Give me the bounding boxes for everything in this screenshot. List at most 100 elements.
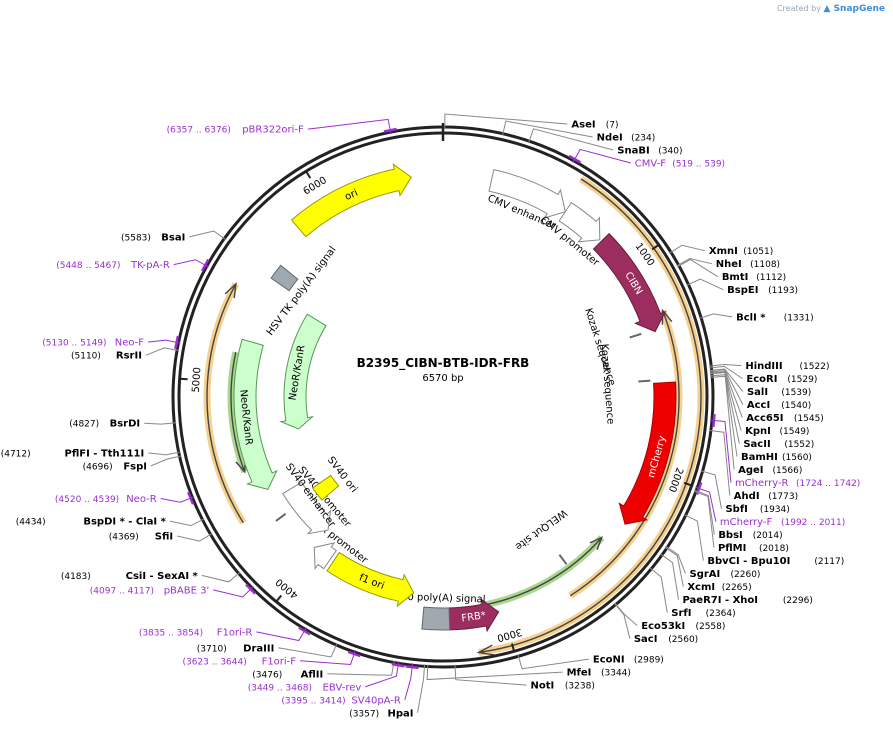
primer-pBR322ori-F[interactable]: pBR322ori-F(6357 .. 6376) — [167, 118, 397, 136]
primer-SV40pA-R[interactable]: SV40pA-R(3395 .. 3414) — [281, 663, 419, 706]
feature-shape-CMV-enhancer[interactable] — [488, 169, 566, 219]
primer-TK-pA-R[interactable]: TK-pA-R(5448 .. 5467) — [56, 258, 210, 272]
site-leader-BbvCI — [683, 514, 704, 561]
site-SnaBI[interactable]: SnaBI(340) — [528, 128, 683, 157]
feature-mCherry[interactable]: mCherry — [618, 381, 677, 525]
primer-label-Neo-F: Neo-F — [115, 338, 145, 349]
site-NotI[interactable]: NotI(3238) — [454, 664, 595, 692]
site-pos-NdeI: (234) — [631, 134, 655, 144]
site-CsiI[interactable]: CsiI - SexAI *(4183) — [61, 571, 241, 583]
feature-shape-CMV-promoter[interactable] — [558, 201, 601, 243]
feature-shape-ori[interactable] — [290, 163, 412, 238]
primer-CMV-F[interactable]: CMV-F(519 .. 539) — [568, 148, 725, 170]
feature-shape-SV40-promoter[interactable] — [282, 481, 332, 535]
site-MfeI[interactable]: MfeI(3344) — [426, 664, 631, 681]
primer-mCherry-R[interactable]: mCherry-R(1724 .. 1742) — [709, 413, 860, 489]
site-Eco53kI[interactable]: Eco53kI(2558) — [614, 602, 726, 632]
site-BspEI[interactable]: BspEI(1193) — [686, 278, 798, 296]
site-HpaI[interactable]: HpaI(3357) — [349, 664, 426, 719]
site-PaeR7I[interactable]: PaeR7I - XhoI(2296) — [660, 553, 813, 606]
site-FspI[interactable]: FspI(4696) — [83, 455, 182, 473]
primer-F1ori-R[interactable]: F1ori-R(3835 .. 3854) — [139, 626, 311, 642]
site-BsaI[interactable]: BsaI(5583) — [121, 230, 227, 243]
feature-shape-mCherry[interactable] — [618, 381, 677, 525]
feature-shape-AmpR-promoter[interactable] — [313, 542, 337, 570]
site-AccI[interactable]: AccI(1540) — [709, 368, 812, 411]
feature-shape-NeoR-outer[interactable] — [233, 338, 278, 490]
site-leader-CsiI — [201, 571, 241, 583]
site-AseI[interactable]: AseI(7) — [444, 113, 619, 131]
site-SbfI[interactable]: SbfI(1934) — [700, 470, 790, 515]
orf-1-line — [478, 178, 702, 654]
site-AgeI[interactable]: AgeI(1566) — [710, 375, 802, 476]
orf-3-line — [206, 283, 244, 524]
feature-shape-SV40-ori[interactable] — [311, 474, 340, 501]
primer-mark-F1ori-F — [347, 650, 361, 658]
site-pos-BspDI: (4434) — [16, 518, 46, 528]
site-NdeI[interactable]: NdeI(234) — [501, 120, 655, 144]
feature-shape-SV40-polyA[interactable] — [421, 606, 451, 631]
site-EcoNI[interactable]: EcoNI(2989) — [517, 654, 664, 670]
site-AhdI[interactable]: AhdI(1773) — [708, 429, 798, 502]
primer-F1ori-F[interactable]: F1ori-F(3623 .. 3644) — [182, 650, 361, 667]
site-BsrDI[interactable]: BsrDI(4827) — [69, 419, 177, 430]
site-pos-BsaI: (5583) — [121, 233, 151, 243]
site-label-NotI: NotI — [531, 681, 555, 692]
site-DraIII[interactable]: DraIII(3710) — [197, 642, 338, 658]
primer-Neo-R[interactable]: Neo-R(4520 .. 4539) — [55, 491, 195, 505]
site-BamHI[interactable]: BamHI(1560) — [710, 374, 812, 463]
site-pos-EcoNI: (2989) — [634, 656, 664, 666]
inner-mark-sv40-enhancer — [275, 512, 287, 522]
site-SrfI[interactable]: SrfI(2364) — [649, 567, 736, 620]
site-label-FspI: FspI — [123, 461, 147, 472]
primer-pos-pBR322ori-F: (6357 .. 6376) — [167, 126, 231, 136]
snapgene-credit: Created by ▲ SnapGene — [777, 4, 885, 14]
feature-NeoR-outer[interactable]: NeoR/KanR — [233, 338, 278, 490]
feature-ori[interactable]: ori — [290, 163, 412, 238]
primer-Neo-F[interactable]: Neo-F(5130 .. 5149) — [42, 335, 181, 349]
site-RsrII[interactable]: RsrII(5110) — [71, 347, 180, 362]
primer-pBABE-3[interactable]: pBABE 3'(4097 .. 4117) — [90, 583, 257, 598]
orf-5-arc — [479, 535, 605, 610]
site-pos-HpaI: (3357) — [349, 709, 379, 719]
feature-SV40-polyA[interactable]: SV40 poly(A) signal — [388, 591, 486, 631]
site-BclI[interactable]: BclI *(1331) — [699, 312, 814, 323]
feature-shape-HSV-TK-polyA[interactable] — [270, 264, 299, 292]
site-SacII[interactable]: SacII(1552) — [709, 372, 814, 451]
site-SacI[interactable]: SacI(2560) — [613, 602, 698, 645]
site-BmtI[interactable]: BmtI(1112) — [676, 258, 786, 284]
site-pos-EcoRI: (1529) — [787, 375, 817, 385]
primer-mark-Neo-F — [174, 335, 180, 349]
credit-text: Created by — [776, 4, 821, 13]
feature-NeoR-inner[interactable]: NeoR/KanR — [279, 313, 327, 430]
site-Acc65I[interactable]: Acc65I(1545) — [709, 370, 824, 424]
feature-FRB[interactable]: FRB* — [447, 598, 500, 633]
site-HindIII[interactable]: HindIII(1522) — [709, 361, 829, 372]
site-PflMI[interactable]: PflMI(2018) — [693, 490, 789, 554]
site-pos-Acc65I: (1545) — [794, 414, 824, 424]
feature-f1-ori[interactable]: f1 ori — [326, 551, 415, 608]
feature-SV40-ori[interactable]: SV40 ori — [311, 455, 360, 501]
site-BbsI[interactable]: BbsI(2014) — [694, 489, 783, 541]
inner-mark-kozak-2 — [638, 379, 651, 383]
site-BspDI[interactable]: BspDI * - ClaI *(4434) — [16, 517, 205, 528]
feature-CIBN[interactable]: CIBN — [592, 232, 667, 333]
site-leader-SgrAI — [665, 545, 686, 574]
snapgene-brand: SnapGene — [833, 4, 885, 14]
site-XmnI[interactable]: XmnI(1051) — [668, 244, 773, 257]
site-pos-RsrII: (5110) — [71, 352, 101, 362]
primer-EBV-rev[interactable]: EBV-rev(3449 .. 3468) — [248, 661, 405, 693]
feature-shape-CIBN[interactable] — [592, 232, 667, 333]
site-XcmI[interactable]: XcmI(2265) — [664, 546, 752, 593]
site-NheI[interactable]: NheI(1108) — [676, 258, 780, 271]
site-KpnI[interactable]: KpnI(1549) — [709, 371, 810, 437]
feature-shape-f1-ori[interactable] — [326, 551, 415, 608]
site-SfiI[interactable]: SfiI(4369) — [109, 531, 213, 542]
site-PflFI[interactable]: PflFI - Tth111I(4712) — [1, 448, 181, 459]
site-BbvCI[interactable]: BbvCI - Bpu10I(2117) — [683, 514, 844, 567]
feature-shape-NeoR-inner[interactable] — [279, 313, 327, 430]
site-SgrAI[interactable]: SgrAI(2260) — [665, 545, 761, 580]
site-label-BamHI: BamHI — [741, 452, 778, 463]
site-EcoRI[interactable]: EcoRI(1529) — [709, 365, 817, 385]
